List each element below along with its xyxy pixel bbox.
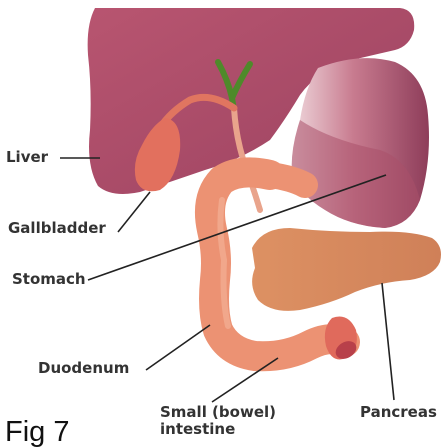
liver-label: Liver <box>6 149 48 166</box>
duodenum-label: Duodenum <box>38 360 129 377</box>
pancreas-label: Pancreas <box>360 404 437 421</box>
pancreas-shape <box>252 228 441 311</box>
small-intestine-label-line2: intestine <box>160 421 276 438</box>
small-intestine-label-line1: Small (bowel) <box>160 403 276 421</box>
stomach-label: Stomach <box>12 271 86 288</box>
duodenum-connection <box>270 175 305 185</box>
pancreas-leader <box>382 283 394 400</box>
gallbladder-leader <box>118 192 150 232</box>
gallbladder-label: Gallbladder <box>8 220 106 237</box>
figure-caption: Fig 7 <box>5 416 69 448</box>
small-intestine-end <box>325 317 360 363</box>
duodenum-leader <box>146 325 210 370</box>
small-intestine-label: Small (bowel) intestine <box>160 404 276 438</box>
